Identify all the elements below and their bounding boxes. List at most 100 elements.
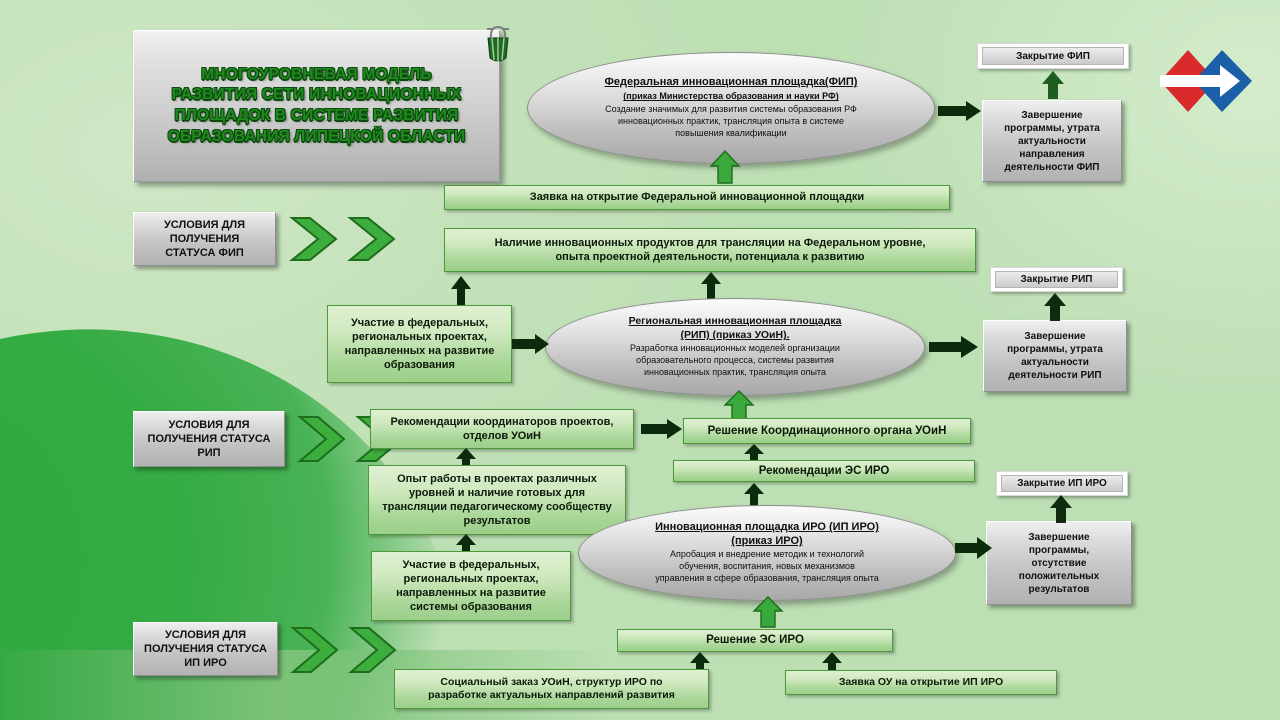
ellipse-ip-iro: Инновационная площадка ИРО (ИП ИРО) (при… <box>578 505 956 601</box>
box-iro-participation-line-2: региональных проектах, <box>403 572 539 585</box>
box-experience-line-1: Опыт работы в проектах различных <box>397 472 597 485</box>
closure-rip-reason-4: деятельности РИП <box>1008 370 1102 381</box>
box-rip-participation-line-4: образования <box>384 359 455 372</box>
condition-rip-line-2: ПОЛУЧЕНИЯ СТАТУСА <box>147 432 271 445</box>
arrow-up-social-order-to-decision <box>690 652 710 678</box>
ellipse-fip-body-3: повышения квалификации <box>675 127 787 138</box>
box-rip-participation-line-1: Участие в федеральных, <box>350 316 489 329</box>
box-es-iro-recommendation[interactable]: Рекомендации ЭС ИРО <box>673 460 975 482</box>
ellipse-rip-body-3: инновационных практик, трансляция опыта <box>644 366 826 377</box>
closure-fip-label: Закрытие ФИП <box>982 47 1124 65</box>
ellipse-rip-body-1: Разработка инновационных моделей организ… <box>630 343 840 354</box>
closure-rip-label-frame: Закрытие РИП <box>990 267 1123 292</box>
condition-rip-line-3: РИП <box>197 447 221 460</box>
chevrons-fip <box>289 217 396 261</box>
chevrons-ip-iro <box>290 627 397 673</box>
closure-ip-iro-reason-1: Завершение <box>1028 531 1090 543</box>
box-experience-line-4: результатов <box>463 515 531 528</box>
box-fip-products-line-1: Наличие инновационных продуктов для тран… <box>494 236 926 249</box>
closure-ip-iro-label: Закрытие ИП ИРО <box>1001 475 1123 492</box>
box-fip-products-line-2: опыта проектной деятельности, потенциала… <box>555 251 865 263</box>
arrow-up-ip-iro-closure <box>1050 495 1072 523</box>
closure-fip-label-frame: Закрытие ФИП <box>977 43 1129 69</box>
title-plate: МНОГОУРОВНЕВАЯ МОДЕЛЬ РАЗВИТИЯ СЕТИ ИННО… <box>133 30 500 182</box>
closure-ip-iro-reason-3: отсутствие <box>1031 557 1087 569</box>
arrow-right-fip-to-closure <box>938 101 981 121</box>
page-title: МНОГОУРОВНЕВАЯ МОДЕЛЬ РАЗВИТИЯ СЕТИ ИННО… <box>168 65 466 147</box>
closure-ip-iro-reason-4: положительных <box>1018 570 1100 582</box>
closure-fip-reason: Завершение программы, утрата актуальност… <box>982 100 1122 182</box>
ellipse-rip-title: Региональная инновационная площадка <box>628 315 842 328</box>
condition-fip-line-1: УСЛОВИЯ ДЛЯ <box>163 218 246 231</box>
ellipse-ip-iro-title: Инновационная площадка ИРО (ИП ИРО) <box>655 521 879 534</box>
box-coordinators-line-1: Рекомендации координаторов проектов, <box>390 415 614 428</box>
ellipse-rip: Региональная инновационная площадка (РИП… <box>545 298 925 396</box>
ellipse-fip-subtitle: (приказ Министерства образования и науки… <box>623 91 839 102</box>
closure-fip-reason-5: деятельности ФИП <box>1004 161 1100 173</box>
closure-ip-iro-reason-2: программы, <box>1028 544 1090 556</box>
arrow-right-participation-to-rip <box>512 334 549 354</box>
title-line-4: ОБРАЗОВАНИЯ ЛИПЕЦКОЙ ОБЛАСТИ <box>167 127 466 145</box>
condition-rip[interactable]: УСЛОВИЯ ДЛЯ ПОЛУЧЕНИЯ СТАТУСА РИП <box>133 411 285 467</box>
arrow-right-rip-to-closure <box>929 336 978 358</box>
box-coord-decision[interactable]: Решение Координационного органа УОиН <box>683 418 971 444</box>
closure-rip-reason-1: Завершение <box>1024 331 1086 342</box>
arrow-diamond-logo <box>1160 50 1252 112</box>
box-rip-participation[interactable]: Участие в федеральных, региональных прое… <box>327 305 512 383</box>
ellipse-fip-body-1: Создание значимых для развития системы о… <box>605 104 857 115</box>
box-iro-participation-line-1: Участие в федеральных, <box>402 558 540 571</box>
title-line-3: ПЛОЩАДОК В СИСТЕМЕ РАЗВИТИЯ <box>174 107 459 124</box>
title-line-1: МНОГОУРОВНЕВАЯ МОДЕЛЬ <box>201 65 432 83</box>
condition-fip[interactable]: УСЛОВИЯ ДЛЯ ПОЛУЧЕНИЯ СТАТУСА ФИП <box>133 212 276 266</box>
box-iro-participation-line-3: направленных на развитие <box>396 587 546 599</box>
condition-fip-line-2: ПОЛУЧЕНИЯ <box>169 232 240 245</box>
box-experience-line-3: трансляции педагогическому сообществу <box>382 501 612 513</box>
box-iro-participation[interactable]: Участие в федеральных, региональных прое… <box>371 551 571 621</box>
closure-fip-reason-3: актуальности <box>1018 135 1086 147</box>
closure-ip-iro-label-frame: Закрытие ИП ИРО <box>996 471 1128 496</box>
closure-fip-reason-4: направления <box>1019 148 1085 160</box>
ellipse-fip: Федеральная инновационная площадка(ФИП) … <box>527 52 935 164</box>
condition-ip-iro-line-3: ИП ИРО <box>184 657 227 670</box>
binder-clip-icon <box>487 25 509 62</box>
ellipse-fip-title: Федеральная инновационная площадка(ФИП) <box>604 76 858 89</box>
condition-rip-line-1: УСЛОВИЯ ДЛЯ <box>168 418 250 431</box>
condition-ip-iro-line-2: ПОЛУЧЕНИЯ СТАТУСА <box>144 642 267 655</box>
closure-ip-iro-reason: Завершение программы, отсутствие положит… <box>986 521 1132 605</box>
closure-ip-iro-reason-5: результатов <box>1028 583 1090 595</box>
closure-fip-reason-1: Завершение <box>1021 109 1083 121</box>
arrow-up-to-fip-ellipse <box>709 150 741 184</box>
ellipse-ip-iro-body-2: обучения, воспитания, новых механизмов <box>679 561 855 572</box>
box-social-order-line-2: разработке актуальных направлений развит… <box>428 689 675 701</box>
closure-rip-reason: Завершение программы, утрата актуальност… <box>983 320 1127 392</box>
box-iro-participation-line-4: системы образования <box>410 601 532 614</box>
closure-rip-reason-3: актуальности <box>1021 357 1089 368</box>
box-fip-products[interactable]: Наличие инновационных продуктов для тран… <box>444 228 976 272</box>
box-coordinators[interactable]: Рекомендации координаторов проектов, отд… <box>370 409 634 449</box>
arrow-up-ou-application-to-decision <box>822 652 842 678</box>
closure-rip-label: Закрытие РИП <box>995 271 1118 288</box>
box-rip-participation-line-2: региональных проектах, <box>351 330 487 343</box>
box-fip-application[interactable]: Заявка на открытие Федеральной инновацио… <box>444 185 950 210</box>
ellipse-fip-body-2: инновационных практик, трансляция опыта … <box>618 116 844 127</box>
closure-fip-reason-2: программы, утрата <box>1004 122 1100 134</box>
arrow-right-coordinators-to-decision <box>641 419 682 439</box>
condition-ip-iro[interactable]: УСЛОВИЯ ДЛЯ ПОЛУЧЕНИЯ СТАТУСА ИП ИРО <box>133 622 278 676</box>
box-ou-application[interactable]: Заявка ОУ на открытие ИП ИРО <box>785 670 1057 695</box>
title-line-2: РАЗВИТИЯ СЕТИ ИННОВАЦИОННЫХ <box>171 86 462 104</box>
box-es-iro-decision[interactable]: Решение ЭС ИРО <box>617 629 893 652</box>
box-social-order[interactable]: Социальный заказ УОиН, структур ИРО по р… <box>394 669 709 709</box>
ellipse-ip-iro-body-1: Апробация и внедрение методик и технолог… <box>669 549 864 560</box>
arrow-up-fip-closure <box>1042 71 1064 99</box>
ellipse-rip-body-2: образовательного процесса, системы разви… <box>636 355 834 366</box>
box-social-order-line-1: Социальный заказ УОиН, структур ИРО по <box>440 675 663 688</box>
box-experience[interactable]: Опыт работы в проектах различных уровней… <box>368 465 626 535</box>
arrow-up-ipiro-to-es-rec <box>744 483 764 509</box>
ellipse-ip-iro-subtitle: (приказ ИРО) <box>731 535 803 548</box>
arrow-up-es-rec-to-decision <box>744 444 764 468</box>
ellipse-rip-subtitle: (РИП) (приказ УОиН). <box>680 329 790 342</box>
arrow-up-experience-to-coordinators <box>456 448 476 474</box>
arrow-up-rip-closure <box>1044 293 1066 321</box>
arrow-right-ip-iro-to-closure <box>955 537 992 559</box>
arrow-up-products-to-application <box>451 276 471 310</box>
